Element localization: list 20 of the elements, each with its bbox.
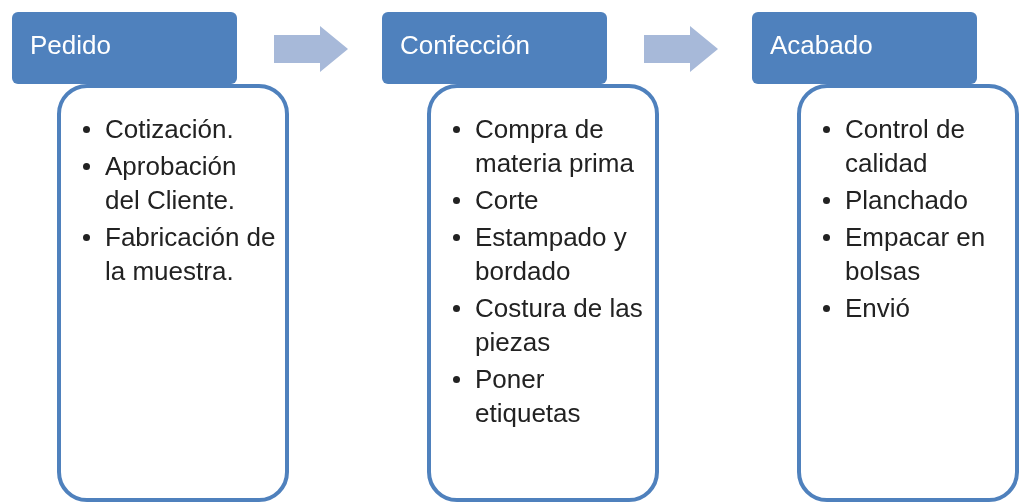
list-item: Estampado y bordado (475, 221, 628, 288)
task-list-box (57, 84, 289, 502)
task-list-box (797, 84, 1019, 502)
list-item: Aprobación del Cliente. (105, 150, 238, 217)
stage-header: Pedido (12, 12, 237, 84)
block-arrow (274, 26, 348, 72)
stage-header: Confección (382, 12, 607, 84)
list-item: Empacar en bolsas (845, 221, 987, 288)
list-item: Costura de las piezas (475, 292, 644, 359)
list-item: Compra de materia prima (475, 113, 635, 180)
task-list-box (427, 84, 659, 502)
list-item: Fabricación de la muestra. (105, 221, 277, 288)
list-item: Envió (845, 292, 912, 325)
list-item: Corte (475, 184, 540, 217)
list-item: Control de calidad (845, 113, 966, 180)
list-item: Planchado (845, 184, 969, 217)
stage-header: Acabado (752, 12, 977, 84)
list-item: Poner etiquetas (475, 363, 582, 430)
block-arrow (644, 26, 718, 72)
list-item: Cotización. (105, 113, 235, 146)
